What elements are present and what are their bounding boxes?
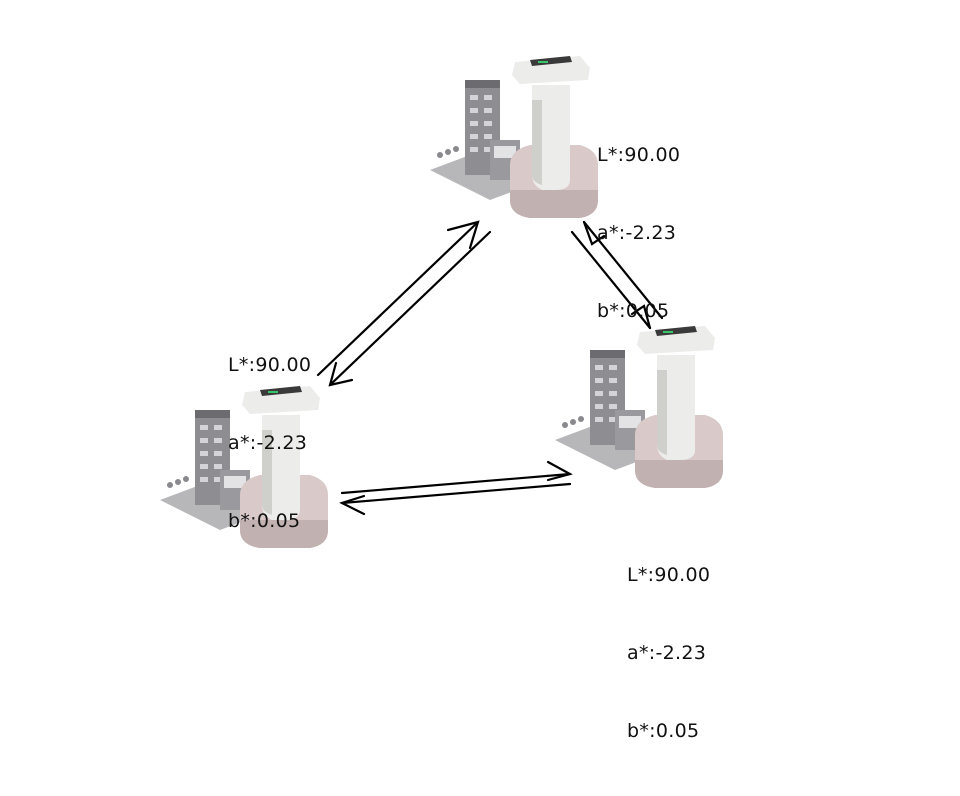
colorimeter-device-icon — [240, 386, 328, 548]
a-value: a*:-2.23 — [228, 432, 308, 454]
a-value: a*:-2.23 — [627, 642, 707, 664]
arrow-top-right — [570, 220, 664, 330]
b-value: b*:0.05 — [597, 300, 670, 322]
colorimeter-with-buildings-icon — [555, 326, 723, 488]
buildings-icon — [555, 350, 655, 470]
colorimeter-network-diagram: L*:90.00 a*:-2.23 b*:0.05 L*:90.00 a*:-2… — [160, 56, 723, 742]
node-left-readings: L*:90.00 a*:-2.23 b*:0.05 — [228, 300, 311, 586]
a-value: a*:-2.23 — [597, 222, 677, 244]
node-top-readings: L*:90.00 a*:-2.23 b*:0.05 — [597, 90, 680, 376]
arrow-left-right — [339, 460, 573, 516]
l-value: L*:90.00 — [627, 564, 711, 586]
b-value: b*:0.05 — [228, 510, 301, 532]
l-value: L*:90.00 — [597, 144, 681, 166]
buildings-icon — [430, 80, 530, 200]
connection-arrows — [316, 220, 664, 516]
arrow-top-left — [316, 220, 492, 387]
colorimeter-with-buildings-icon — [430, 56, 598, 218]
colorimeter-device-icon — [510, 56, 598, 218]
node-right-readings: L*:90.00 a*:-2.23 b*:0.05 — [627, 510, 710, 796]
colorimeter-device-icon — [635, 326, 723, 488]
l-value: L*:90.00 — [228, 354, 312, 376]
buildings-icon — [160, 410, 260, 530]
b-value: b*:0.05 — [627, 720, 700, 742]
colorimeter-with-buildings-icon — [160, 386, 328, 548]
